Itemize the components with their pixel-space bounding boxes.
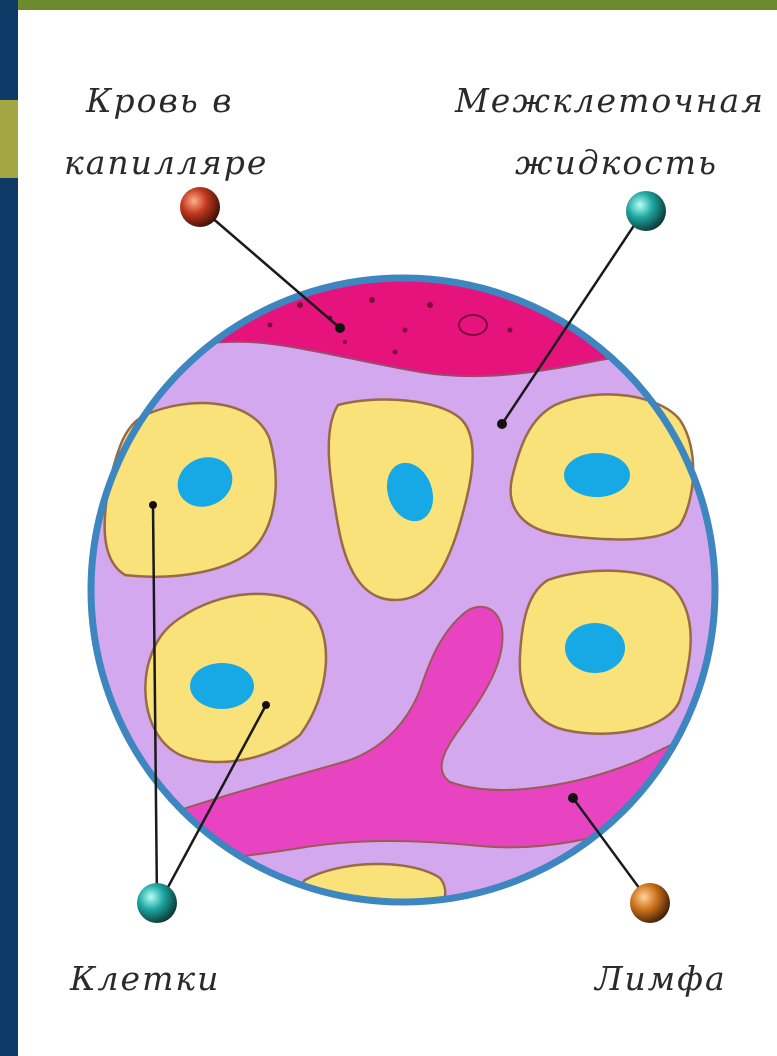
label-interstitial-line2: жидкость bbox=[515, 143, 718, 182]
nucleus-5 bbox=[565, 623, 625, 673]
pin-lymph-icon bbox=[630, 883, 670, 923]
label-cells: Клетки bbox=[69, 959, 220, 998]
dot-lymph bbox=[568, 793, 578, 803]
pin-blood-icon bbox=[180, 187, 220, 227]
dot-cells-b bbox=[262, 701, 270, 709]
label-interstitial-line1: Межклеточная bbox=[454, 81, 765, 120]
pin-interstitial-icon bbox=[626, 191, 666, 231]
nucleus-3 bbox=[564, 453, 630, 497]
label-blood-line2: капилляре bbox=[64, 143, 268, 182]
dot-cells-a bbox=[149, 501, 157, 509]
dot-interstitial bbox=[497, 419, 507, 429]
frame-olive-band bbox=[0, 100, 18, 178]
dot-blood bbox=[335, 323, 345, 333]
nucleus-4 bbox=[190, 663, 254, 709]
pin-cells-icon bbox=[137, 883, 177, 923]
label-lymph: Лимфа bbox=[593, 959, 727, 998]
label-blood-line1: Кровь в bbox=[85, 81, 233, 120]
